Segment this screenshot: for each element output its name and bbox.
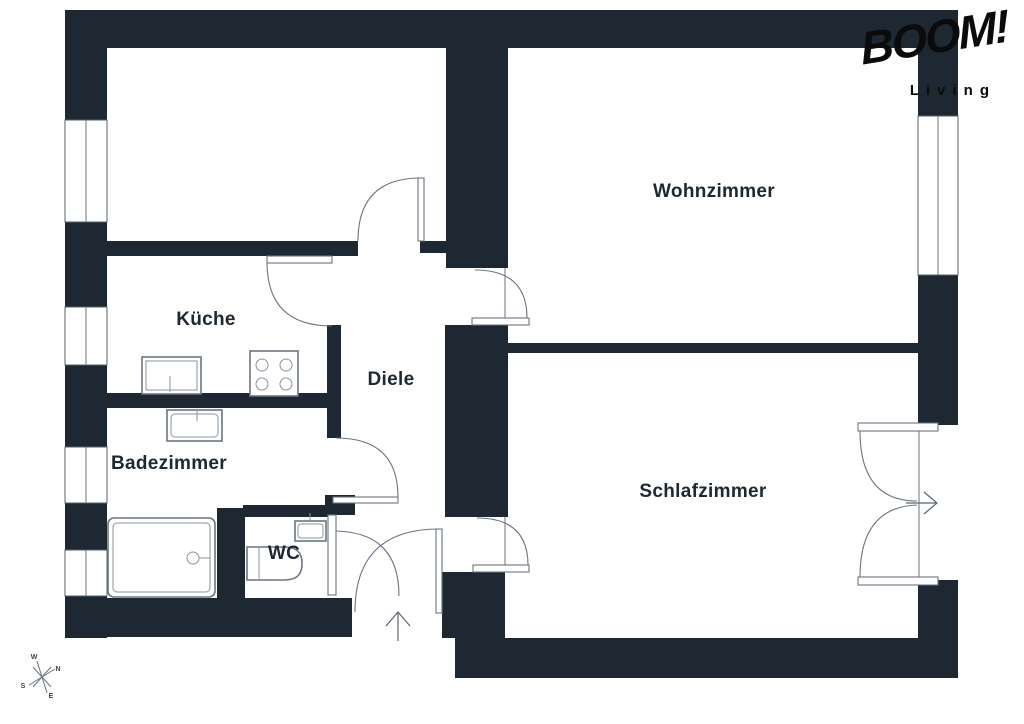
toilet-icon bbox=[246, 546, 303, 581]
doors bbox=[266, 177, 939, 614]
wall-stub bbox=[420, 241, 446, 253]
wall-right bbox=[918, 580, 958, 678]
wall-wc-left bbox=[217, 508, 245, 598]
window-icon bbox=[64, 446, 108, 504]
fixtures bbox=[107, 350, 327, 598]
wall-top bbox=[65, 10, 958, 48]
compass-rose-icon: W N S E bbox=[21, 654, 61, 700]
window-icon bbox=[64, 119, 108, 223]
wash-basin-icon bbox=[166, 409, 223, 442]
wall-kueche-right bbox=[327, 325, 341, 438]
wall-right bbox=[918, 275, 958, 425]
room-label-badezimmer: Badezimmer bbox=[111, 453, 227, 474]
room-label-schlafzimmer: Schlafzimmer bbox=[639, 481, 767, 502]
wall-left bbox=[65, 222, 107, 307]
door-swing-icon bbox=[471, 268, 530, 326]
wall-bottom-left bbox=[65, 598, 352, 637]
boom-logo-subtitle: Living bbox=[909, 82, 996, 99]
door-swing-icon bbox=[332, 437, 399, 504]
room-label-wc: WC bbox=[267, 543, 301, 564]
kitchen-sink-icon bbox=[141, 356, 202, 395]
wall-left bbox=[65, 503, 107, 550]
wall-kueche-bad-divider bbox=[107, 393, 341, 408]
balcony-arrow-right-icon bbox=[906, 491, 938, 515]
door-swing-icon bbox=[472, 517, 530, 573]
door-swing-icon bbox=[857, 422, 939, 586]
door-swing-icon bbox=[327, 514, 400, 597]
window-icon bbox=[917, 115, 959, 276]
door-swing-icon bbox=[354, 528, 443, 614]
compass-n: N bbox=[55, 666, 60, 673]
room-label-diele: Diele bbox=[367, 369, 415, 390]
wall-wohn-schlaf-divider bbox=[508, 343, 918, 353]
bathtub-icon bbox=[107, 517, 216, 598]
door-swing-icon bbox=[357, 177, 425, 242]
windows bbox=[64, 115, 959, 597]
wall-room-top-left bbox=[107, 241, 358, 256]
door-swing-icon bbox=[266, 255, 333, 327]
walls bbox=[65, 10, 958, 678]
wall-left bbox=[65, 365, 107, 447]
wall-left bbox=[65, 48, 107, 120]
window-icon bbox=[64, 306, 108, 366]
wall-wc-top bbox=[243, 505, 330, 517]
compass-s: S bbox=[21, 683, 26, 690]
window-icon bbox=[64, 549, 108, 597]
wall-bottom-right bbox=[455, 638, 956, 678]
wall-central-upper bbox=[446, 48, 508, 268]
entrance-arrow-up-icon bbox=[385, 611, 411, 641]
stove-icon bbox=[249, 350, 299, 397]
compass-e: E bbox=[49, 693, 54, 700]
wall-hall-block bbox=[442, 572, 505, 638]
room-label-wohnzimmer: Wohnzimmer bbox=[653, 181, 775, 202]
wall-central-lower bbox=[445, 325, 508, 517]
wall-right bbox=[918, 48, 958, 116]
wc-sink-icon bbox=[294, 513, 327, 542]
room-label-kueche: Küche bbox=[176, 309, 236, 330]
compass-w: W bbox=[31, 654, 38, 661]
